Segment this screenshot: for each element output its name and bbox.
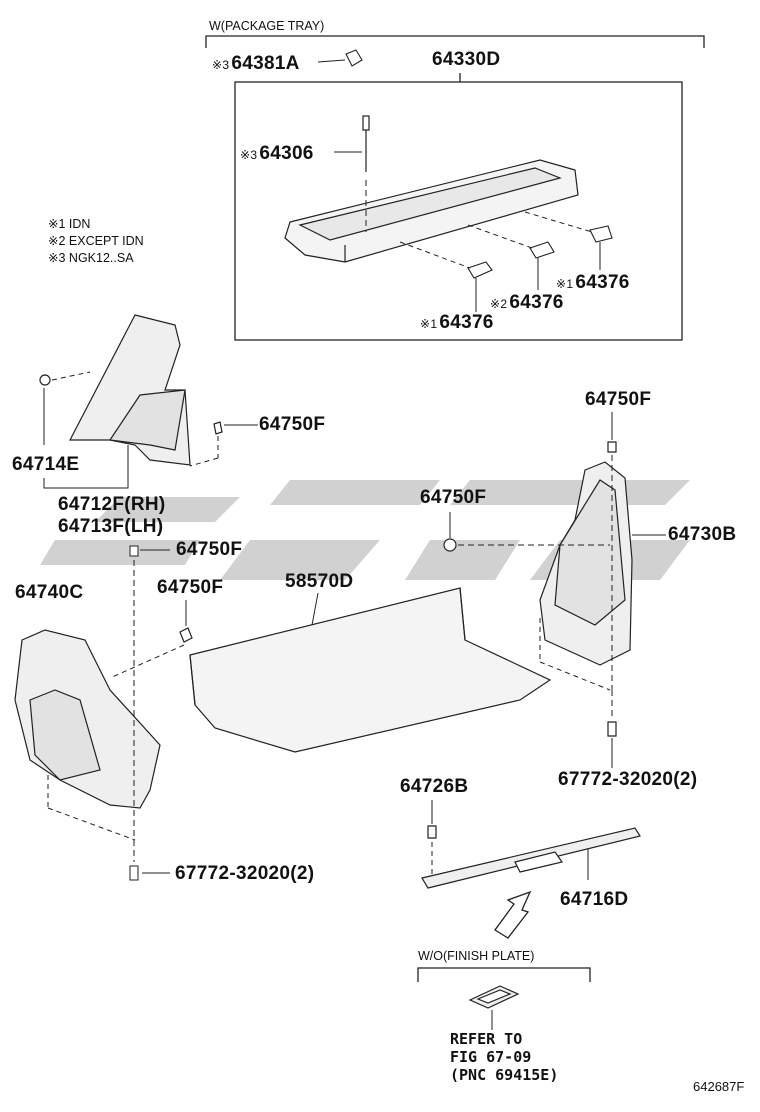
- part-64726B[interactable]: 64726B: [400, 776, 469, 797]
- package-tray-part: [284, 159, 579, 263]
- part-58570D[interactable]: 58570D: [285, 571, 354, 592]
- bolt-64306: [334, 115, 370, 232]
- up-arrow-icon: [494, 890, 532, 939]
- part-64330D[interactable]: 64330D: [432, 49, 501, 70]
- figure-code: 642687F: [693, 1079, 745, 1094]
- finish-plate-label: W/O(FINISH PLATE): [418, 949, 535, 963]
- left-lower-trim: [14, 600, 193, 841]
- reference-line-1[interactable]: REFER TO: [450, 1030, 523, 1048]
- part-number: 64376: [439, 312, 494, 333]
- part-64716D[interactable]: 64716D: [560, 889, 629, 910]
- part-64714E[interactable]: 64714E: [12, 454, 80, 475]
- note-2: ※2 EXCEPT IDN: [48, 234, 144, 248]
- reference-line-2[interactable]: FIG 67-09: [450, 1048, 532, 1066]
- package-tray-frame: [234, 81, 683, 341]
- package-tray-bracket: [205, 35, 705, 48]
- part-number: 64381A: [231, 53, 300, 74]
- left-upper-trim: [39, 314, 258, 489]
- note-mark: ※1: [420, 317, 438, 331]
- left-fastener-line: [129, 545, 170, 881]
- note-mark: ※3: [212, 58, 230, 72]
- note-mark: ※3: [240, 148, 258, 162]
- part-64712F[interactable]: 64712F(RH): [58, 494, 166, 515]
- part-64750F-e[interactable]: 64750F: [420, 487, 487, 508]
- note-mark: ※1: [556, 277, 574, 291]
- rear-trim: [421, 800, 641, 889]
- finish-plate: [468, 985, 520, 1030]
- part-67772-left[interactable]: 67772-32020(2): [175, 863, 315, 884]
- finish-plate-bracket: [417, 967, 591, 982]
- right-trim: [443, 412, 666, 768]
- part-64730B[interactable]: 64730B: [668, 524, 737, 545]
- part-64750F-d[interactable]: 64750F: [585, 389, 652, 410]
- part-number: 64376: [575, 272, 630, 293]
- part-64740C[interactable]: 64740C: [15, 582, 84, 603]
- note-mark: ※2: [490, 297, 508, 311]
- reference-line-3[interactable]: (PNC 69415E): [450, 1066, 559, 1084]
- note-1: ※1 IDN: [48, 217, 91, 231]
- note-3: ※3 NGK12..SA: [48, 251, 134, 265]
- deck-mat: [189, 587, 552, 753]
- part-64750F-b[interactable]: 64750F: [176, 539, 243, 560]
- part-64713F[interactable]: 64713F(LH): [58, 516, 164, 537]
- cushions-64376: [399, 211, 613, 312]
- part-number: 64376: [509, 292, 564, 313]
- part-64750F-c[interactable]: 64750F: [157, 577, 224, 598]
- part-number: 64306: [259, 143, 314, 164]
- part-67772-right[interactable]: 67772-32020(2): [558, 769, 698, 790]
- package-tray-label: W(PACKAGE TRAY): [209, 19, 325, 33]
- part-64750F-a[interactable]: 64750F: [259, 414, 326, 435]
- clip-64381A: [317, 49, 363, 67]
